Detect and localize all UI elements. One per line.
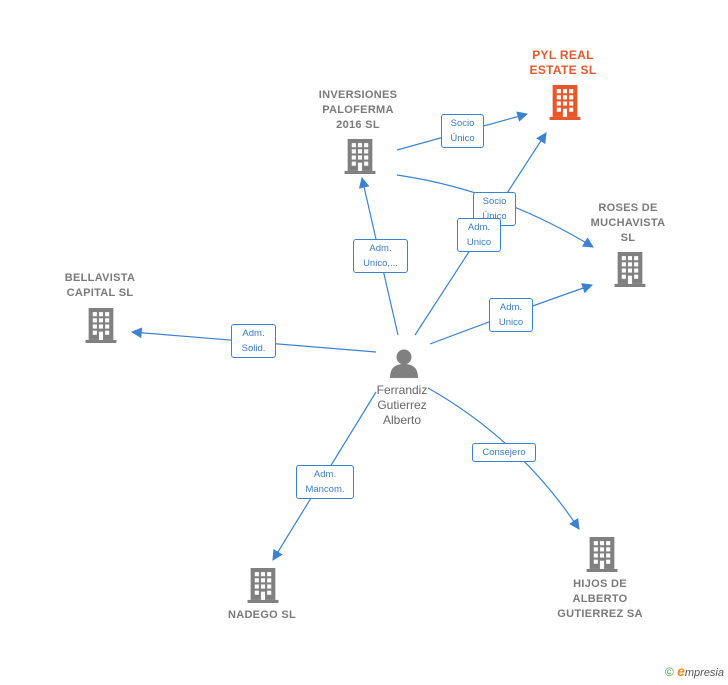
brand-logo-icon: e <box>677 663 685 679</box>
copyright-icon: © <box>664 665 674 679</box>
node-label-nadego[interactable]: NADEGO SL <box>227 609 297 621</box>
node-label-bellavista[interactable]: BELLAVISTA CAPITAL SL <box>64 272 136 299</box>
edge-label-person-bellavista: Adm. Solid. <box>231 324 276 358</box>
edge-label-person-inversiones: Adm. Unico,... <box>353 239 408 273</box>
brand-name: mpresia <box>684 667 724 679</box>
brand-footer: © empresia <box>665 663 724 679</box>
person-label[interactable]: Ferrandiz Gutierrez Alberto <box>376 383 428 427</box>
edge-label-person-hijos: Consejero <box>472 443 536 462</box>
edge-label-inversiones-pyl: Socio Único <box>441 114 484 148</box>
building-icon-hijos[interactable] <box>586 537 618 572</box>
node-label-hijos[interactable]: HIJOS DE ALBERTO GUTIERREZ SA <box>557 578 643 620</box>
building-icon-bellavista[interactable] <box>85 308 117 343</box>
node-label-roses[interactable]: ROSES DE MUCHAVISTA SL <box>590 202 666 244</box>
building-icon-pyl[interactable] <box>549 85 581 120</box>
person-icon[interactable] <box>390 349 418 379</box>
building-icon-roses[interactable] <box>614 252 646 287</box>
edge-label-person-pyl: Adm. Unico <box>457 218 501 252</box>
building-icon-nadego[interactable] <box>247 568 279 603</box>
building-icon-inversiones[interactable] <box>344 139 376 174</box>
edge-label-person-roses: Adm. Unico <box>489 298 533 332</box>
node-label-inversiones[interactable]: INVERSIONES PALOFERMA 2016 SL <box>318 89 398 131</box>
node-label-pyl[interactable]: PYL REAL ESTATE SL <box>529 48 597 77</box>
edge-label-person-nadego: Adm. Mancom. <box>296 465 354 499</box>
